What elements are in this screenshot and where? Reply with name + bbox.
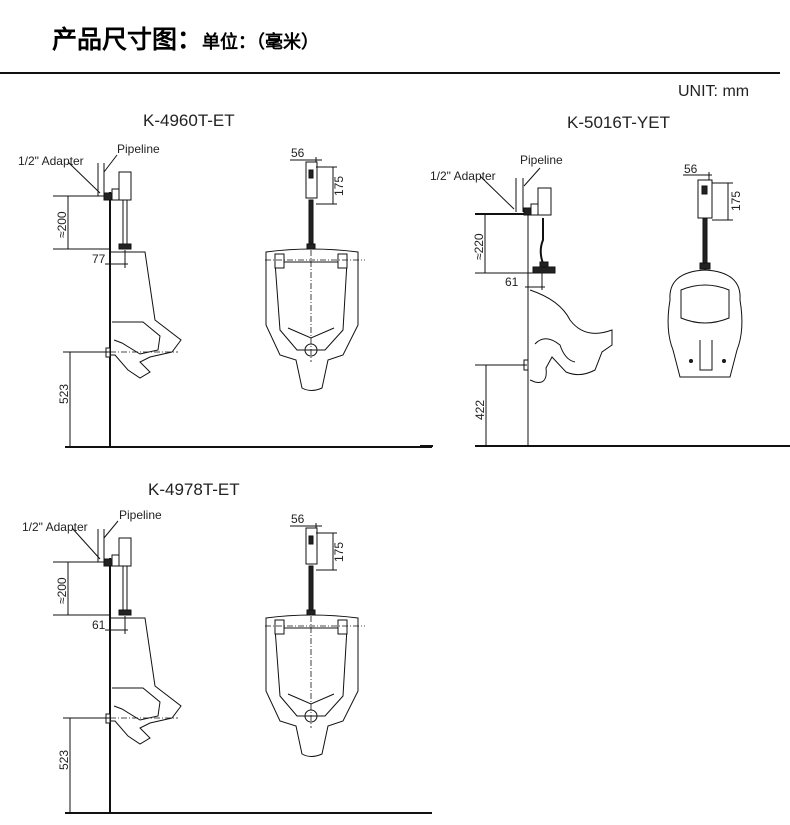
front-view: 56 175 [667,162,743,378]
dim-sensor-height: 175 [729,191,743,211]
title-divider [0,72,780,74]
model-name: K-4978T-ET [148,480,240,499]
dim-sensor-width: 56 [684,162,698,176]
dim-outlet-height: 523 [57,750,71,770]
model-name: K-5016T-YET [567,113,670,132]
dim-supply-height: ≈220 [472,233,486,260]
side-view: ≈200 77 523 [53,154,432,448]
adapter-label: 1/2" Adapter [22,520,88,534]
pipeline-label: Pipeline [520,153,563,167]
side-view: ≈220 61 422 [420,167,790,447]
adapter-label: 1/2" Adapter [430,169,496,183]
side-view: ≈200 61 523 [53,520,432,814]
dim-supply-height: ≈200 [55,577,69,604]
model-name: K-4960T-ET [143,111,235,130]
dim-spud-offset: 61 [92,618,106,632]
dim-supply-height: ≈200 [55,211,69,238]
pipeline-label: Pipeline [119,508,162,522]
panel-k4960t-et: K-4960T-ET 1/2" Adapter Pipeline ≈200 77 [18,111,432,448]
front-view: 56 175 [265,146,365,391]
title-unit: 单位：（毫米） [202,32,320,53]
dim-sensor-height: 175 [332,176,346,196]
adapter-label: 1/2" Adapter [18,154,84,168]
unit-en-label: UNIT: mm [678,83,749,100]
dim-outlet-height: 523 [57,384,71,404]
title-main: 产品尺寸图： [52,25,203,54]
dim-spud-offset: 77 [92,252,106,266]
dim-sensor-height: 175 [332,542,346,562]
panel-k4978t-et: K-4978T-ET 1/2" Adapter Pipeline ≈200 [22,480,432,814]
pipeline-label: Pipeline [117,142,160,156]
dim-outlet-height: 422 [473,400,487,420]
dim-spud-offset: 61 [505,275,519,289]
dim-sensor-width: 56 [291,146,305,160]
dim-sensor-width: 56 [291,512,305,526]
page-title: 产品尺寸图：单位：（毫米） [52,20,319,56]
panel-k5016t-yet: K-5016T-YET 1/2" Adapter Pipeline ≈220 6… [420,113,790,447]
front-view: 56 175 [265,512,365,757]
